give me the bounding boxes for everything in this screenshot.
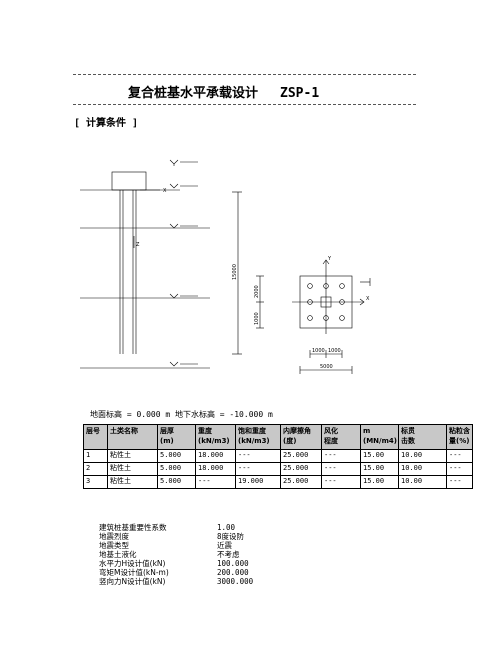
param-value: 8度设防 [217, 532, 245, 541]
param-value: 近震 [217, 541, 232, 550]
table-cell: --- [321, 449, 361, 463]
pile-foundation-drawing: X Z X Y 1000 1000 5000 2000 1000 15000 [80, 159, 371, 374]
param-value: 3000.000 [217, 577, 254, 586]
col-header: 土类名称 [107, 424, 158, 450]
col-header: 粘粒含量(%) [446, 424, 473, 450]
title-code: ZSP-1 [280, 86, 320, 101]
param-value: 100.000 [217, 559, 249, 568]
table-cell: --- [446, 462, 473, 476]
design-parameters: 建筑桩基重要性系数 1.00 地震烈度 8度设防 地震类型 近震 地基土液化 不考虑 水… [99, 523, 253, 586]
param-label: 地震烈度 [99, 532, 129, 541]
table-cell: 2 [83, 462, 108, 476]
table-cell: 粘性土 [107, 462, 158, 476]
param-row: 地震烈度 8度设防 [99, 532, 253, 541]
table-cell: 18.000 [195, 462, 236, 476]
dim-1000-left: 1000 [254, 312, 260, 325]
dim-1000-a: 1000 [312, 348, 325, 354]
col-header: 标贯击数 [398, 424, 447, 450]
table-cell: 18.000 [195, 449, 236, 463]
soil-layer-table: 层号 土类名称 层厚(m) 重度(kN/m3) 饱和重度(kN/m3) 内摩擦角… [83, 424, 473, 489]
top-dashed-rule [73, 74, 416, 75]
table-cell: --- [321, 475, 361, 489]
col-header: 饱和重度(kN/m3) [235, 424, 281, 450]
table-cell: --- [446, 475, 473, 489]
table-cell: 25.000 [280, 462, 322, 476]
soil-table-header: 层号 土类名称 层厚(m) 重度(kN/m3) 饱和重度(kN/m3) 内摩擦角… [83, 424, 473, 450]
table-cell: 3 [83, 475, 108, 489]
col-header: m(MN/m4) [360, 424, 399, 450]
table-cell: 19.000 [235, 475, 281, 489]
table-cell: 1 [83, 449, 108, 463]
plan-x-label: X [366, 296, 370, 302]
param-value: 不考虑 [217, 550, 240, 559]
table-cell: 5.000 [157, 462, 196, 476]
table-cell: --- [321, 462, 361, 476]
plan-y-label: Y [327, 256, 332, 262]
page-title: 复合桩基水平承载设计 ZSP-1 [128, 82, 319, 101]
table-cell: 粘性土 [107, 449, 158, 463]
table-row: 1 粘性土 5.000 18.000 --- 25.000 --- 15.00 … [83, 449, 473, 463]
param-label: 水平力H设计值(kN) [99, 559, 166, 568]
param-value: 200.000 [217, 568, 249, 577]
elev-x-label: X [163, 188, 167, 194]
table-cell: 25.000 [280, 449, 322, 463]
table-row: 2 粘性土 5.000 18.000 --- 25.000 --- 15.00 … [83, 462, 473, 476]
dim-5000: 5000 [320, 364, 333, 370]
table-cell: 粘性土 [107, 475, 158, 489]
table-cell: 10.00 [398, 462, 447, 476]
table-row: 3 粘性土 5.000 --- 19.000 25.000 --- 15.00 … [83, 475, 473, 489]
param-label: 地基土液化 [99, 550, 137, 559]
dim-15000: 15000 [232, 264, 238, 280]
table-cell: 15.00 [360, 475, 399, 489]
param-label: 竖向力N设计值(kN) [99, 577, 166, 586]
section-title: [ 计算条件 ] [74, 118, 139, 129]
param-row: 水平力H设计值(kN) 100.000 [99, 559, 253, 568]
table-cell: --- [195, 475, 236, 489]
pile-cap [111, 171, 147, 191]
table-cell: --- [235, 449, 281, 463]
table-cell: 25.000 [280, 475, 322, 489]
elev-z-label: Z [136, 242, 140, 248]
param-label: 弯矩M设计值(kN-m) [99, 568, 169, 577]
table-cell: 15.00 [360, 462, 399, 476]
param-row: 竖向力N设计值(kN) 3000.000 [99, 577, 253, 586]
table-cell: --- [446, 449, 473, 463]
bottom-dashed-rule [73, 104, 416, 105]
col-header: 重度(kN/m3) [195, 424, 236, 450]
param-row: 建筑桩基重要性系数 1.00 [99, 523, 253, 532]
param-label: 地震类型 [99, 541, 129, 550]
param-label: 建筑桩基重要性系数 [99, 523, 167, 532]
ground-elevation-info: 地面标高 = 0.000 m 地下水标高 = -10.000 m [90, 410, 273, 419]
title-text: 复合桩基水平承载设计 [128, 86, 259, 101]
col-header: 层厚(m) [157, 424, 196, 450]
param-row: 弯矩M设计值(kN-m) 200.000 [99, 568, 253, 577]
table-cell: 10.00 [398, 475, 447, 489]
col-header: 内摩擦角(度) [280, 424, 322, 450]
param-row: 地震类型 近震 [99, 541, 253, 550]
col-header: 风化程度 [321, 424, 361, 450]
dim-1000-b: 1000 [328, 348, 341, 354]
col-header: 层号 [83, 424, 108, 450]
param-value: 1.00 [217, 523, 236, 532]
table-cell: 5.000 [157, 475, 196, 489]
table-cell: 10.00 [398, 449, 447, 463]
table-cell: 5.000 [157, 449, 196, 463]
dim-2000-left: 2000 [254, 285, 260, 298]
param-row: 地基土液化 不考虑 [99, 550, 253, 559]
table-cell: 15.00 [360, 449, 399, 463]
table-cell: --- [235, 462, 281, 476]
